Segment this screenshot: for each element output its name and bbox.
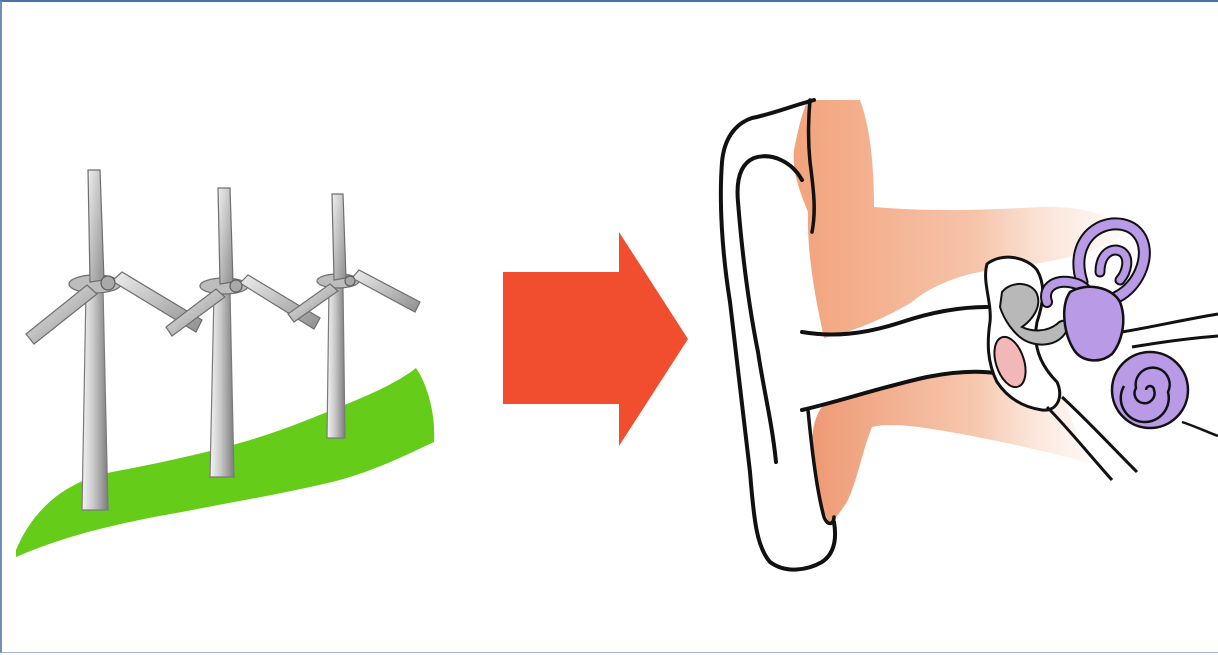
arrow-right-icon <box>503 232 688 446</box>
turbine-tower <box>210 292 234 477</box>
auditory-nerve <box>1122 314 1218 332</box>
ear-anatomy-illustration <box>721 100 1218 570</box>
helix-fold <box>738 156 802 462</box>
vestibule <box>1064 287 1123 361</box>
cochlea <box>1112 352 1188 428</box>
turbine-blade <box>332 194 346 280</box>
turbine-tower <box>82 289 108 510</box>
turbine-tower <box>327 287 345 438</box>
auditory-nerve-2 <box>1132 336 1218 347</box>
tube-lower <box>1182 422 1218 436</box>
turbine-hub <box>345 276 355 286</box>
wind-farm-illustration <box>16 170 434 557</box>
turbine-blade <box>88 170 104 282</box>
turbine-hub <box>101 276 115 290</box>
turbine-hub <box>230 280 242 292</box>
turbine-blade <box>218 188 233 284</box>
wind-turbine <box>26 170 202 510</box>
turbine-blade <box>352 270 420 312</box>
